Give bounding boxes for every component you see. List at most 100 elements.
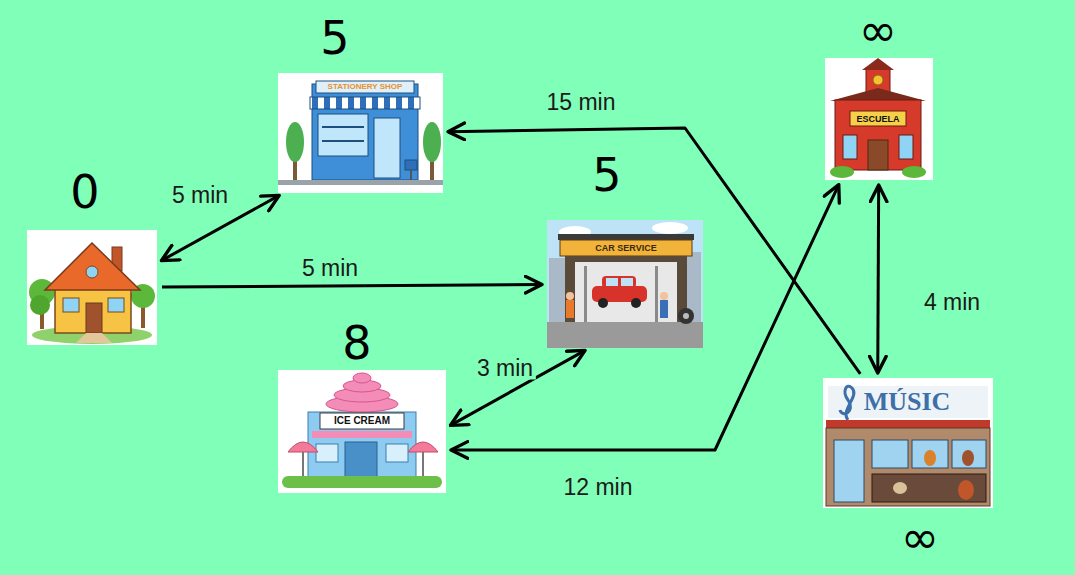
stationery-shop-illustration-part [405, 160, 417, 170]
car-service-illustration-part [598, 298, 608, 308]
ice-cream-shop-illustration-part [408, 442, 438, 452]
house-illustration-part [45, 243, 140, 290]
music-shop-illustration-part [826, 428, 990, 506]
travel-time-label: 15 min [543, 91, 618, 114]
route-connector [448, 128, 860, 374]
music-shop-illustration-part [958, 480, 974, 500]
stationery-shop-illustration-part [318, 114, 368, 156]
car-service-illustration-part [660, 300, 668, 318]
house-illustration [27, 230, 157, 345]
stationery-shop-illustration [278, 73, 443, 193]
stationery-shop-node: 5STATIONERY SHOP [278, 73, 443, 193]
distance-number: 8 [342, 320, 371, 366]
car-service-illustration-part [565, 256, 687, 322]
ice-cream-shop-illustration-part [386, 444, 408, 462]
stationery-shop-illustration-part [278, 180, 443, 185]
distance-number: ∞ [859, 7, 897, 53]
ice-cream-shop-illustration-part [316, 444, 338, 462]
distance-number: 0 [70, 169, 99, 215]
music-shop-illustration-part [912, 440, 948, 468]
stationery-shop-illustration-part [316, 81, 414, 93]
school-illustration-part [830, 88, 926, 101]
house-illustration-part [27, 230, 157, 345]
music-shop-illustration-part [872, 474, 986, 502]
stationery-shop-illustration-part [310, 97, 420, 109]
car-service-illustration-part [575, 262, 677, 322]
travel-time-label: 5 min [169, 184, 231, 207]
shop-sign-text: CAR SERVICE [595, 244, 656, 253]
music-shop-illustration [823, 378, 993, 508]
house-illustration-part [86, 303, 102, 333]
school-illustration-part [862, 58, 894, 70]
music-shop-illustration-part [840, 386, 854, 420]
school-illustration-part [868, 140, 888, 170]
route-connector [450, 350, 585, 425]
car-service-illustration [547, 220, 703, 348]
school-illustration-part [899, 135, 913, 159]
ice-cream-shop-illustration-part [308, 412, 416, 478]
ice-cream-shop-illustration-part [312, 431, 412, 438]
music-shop-illustration-part [834, 440, 864, 502]
distance-number: 5 [592, 152, 621, 198]
travel-time-label: 3 min [474, 357, 536, 380]
shop-sign-text: MÚSIC [864, 389, 951, 415]
school-illustration [825, 58, 933, 180]
car-service-illustration-part [558, 234, 694, 240]
car-service-illustration-part [566, 292, 574, 300]
distance-number: 5 [320, 15, 349, 61]
music-shop-illustration-part [872, 440, 908, 468]
house-illustration-part [76, 333, 112, 343]
school-illustration-part [850, 111, 906, 126]
stationery-shop-illustration-part [286, 122, 304, 162]
ice-cream-shop-illustration-part [282, 476, 442, 488]
music-shop-illustration-part [952, 440, 986, 468]
shop-sign-text: ICE CREAM [334, 416, 390, 426]
car-service-illustration-part [566, 300, 574, 318]
ice-cream-shop-node: 8ICE CREAM [278, 370, 446, 493]
ice-cream-shop-illustration-part [302, 452, 304, 478]
stationery-shop-illustration-part [322, 126, 364, 128]
house-illustration-part [55, 285, 131, 333]
music-shop-illustration-part [823, 378, 993, 508]
car-service-illustration-part [547, 220, 703, 348]
ice-cream-shop-illustration-part [345, 442, 377, 478]
ice-cream-shop-illustration-part [422, 452, 424, 478]
car-service-illustration-part [652, 222, 688, 234]
music-shop-illustration-part [893, 482, 907, 494]
school-illustration-part [873, 75, 883, 85]
music-shop-node: MÚSIC∞ [823, 378, 993, 508]
shop-sign-text: STATIONERY SHOP [328, 83, 403, 91]
route-connector [876, 185, 880, 373]
school-illustration-part [843, 135, 857, 159]
car-service-illustration-part [655, 266, 658, 322]
car-service-illustration-part [631, 298, 641, 308]
stationery-shop-illustration-part [322, 140, 364, 142]
car-service-illustration-part [560, 240, 692, 256]
home-node: 0 [27, 230, 157, 345]
school-illustration-part [830, 166, 854, 178]
car-service-illustration-part [660, 292, 668, 300]
house-illustration-part [63, 298, 79, 312]
stationery-shop-illustration-part [374, 118, 400, 178]
ice-cream-shop-illustration-part [278, 370, 446, 493]
car-service-illustration-part [683, 313, 689, 319]
ice-cream-shop-illustration-part [320, 413, 404, 429]
school-illustration-part [835, 100, 921, 170]
car-service-illustration-part [547, 322, 703, 348]
stationery-shop-illustration-part [278, 73, 443, 193]
school-illustration-part [902, 166, 926, 178]
ice-cream-shop-illustration-part [353, 373, 371, 383]
distance-number: ∞ [901, 514, 939, 560]
travel-time-label: 4 min [921, 291, 983, 314]
route-connector [162, 285, 542, 287]
shop-sign-text: ESCUELA [856, 115, 899, 124]
house-illustration-part [108, 298, 124, 312]
connectors [161, 128, 878, 450]
school-illustration-part [825, 58, 933, 180]
house-illustration-part [30, 295, 50, 315]
music-shop-illustration-part [962, 450, 974, 466]
